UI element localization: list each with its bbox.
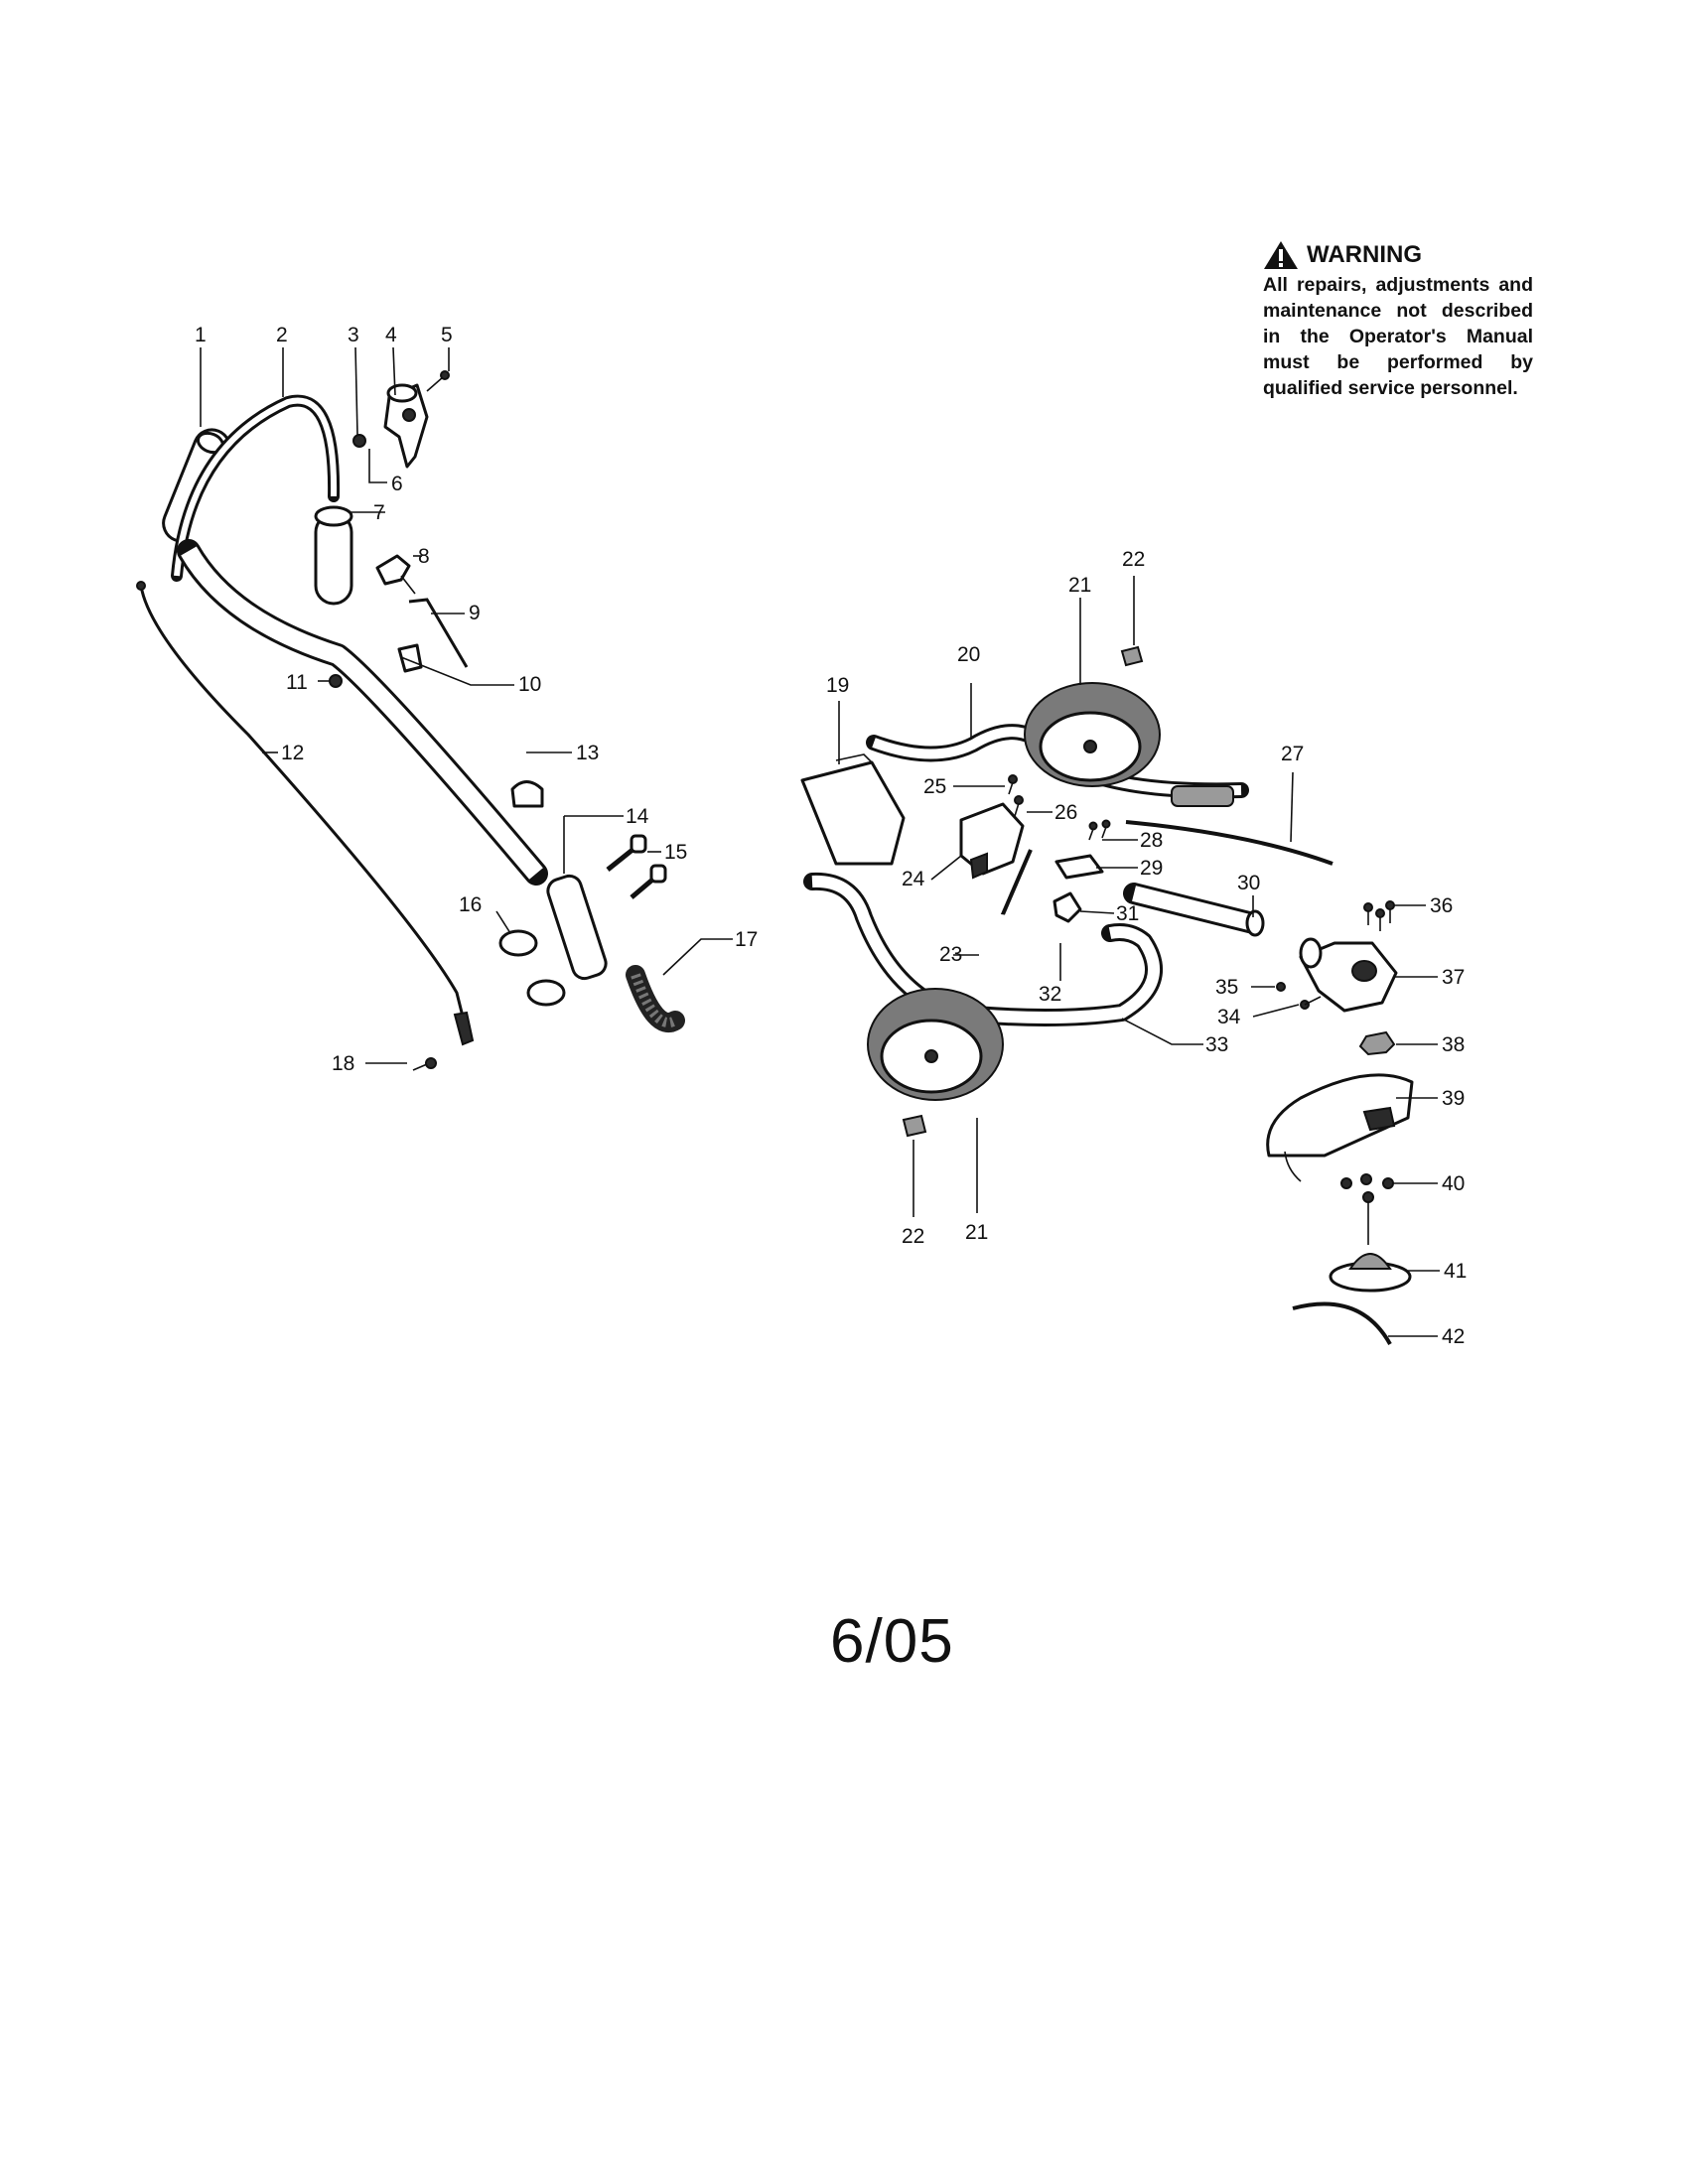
callout-30: 30 xyxy=(1237,872,1260,894)
callout-22-lower: 22 xyxy=(902,1225,924,1248)
callout-40: 40 xyxy=(1442,1172,1465,1195)
callout-23: 23 xyxy=(939,943,962,966)
callout-22-upper: 22 xyxy=(1122,548,1145,571)
callout-2: 2 xyxy=(276,324,288,346)
callout-7: 7 xyxy=(373,501,385,524)
callout-4: 4 xyxy=(385,324,397,346)
chassis-assembly xyxy=(800,645,1414,1345)
warning-title: WARNING xyxy=(1263,240,1533,270)
part-22-hubcap-upper xyxy=(1120,645,1144,667)
part-27-cable xyxy=(1125,820,1333,866)
callout-35: 35 xyxy=(1215,976,1238,999)
part-21-wheel-lower xyxy=(867,988,1004,1101)
callout-39: 39 xyxy=(1442,1087,1465,1110)
callout-36: 36 xyxy=(1430,894,1453,917)
part-33-frame-lower xyxy=(803,872,1163,1026)
part-13-clip xyxy=(510,780,544,808)
callout-34: 34 xyxy=(1217,1006,1241,1028)
part-16-knobs xyxy=(498,929,566,1007)
page-date: 6/05 xyxy=(830,1607,954,1676)
callout-5: 5 xyxy=(441,324,453,346)
warning-box: WARNING All repairs, adjustments and mai… xyxy=(1263,240,1533,401)
part-8-knob xyxy=(375,554,416,595)
leader-lines xyxy=(200,346,1440,1337)
part-9-cable-end xyxy=(408,598,469,668)
part-31-bracket xyxy=(1052,891,1082,923)
part-40-nuts xyxy=(1340,1173,1394,1203)
callout-13: 13 xyxy=(576,742,599,764)
callout-9: 9 xyxy=(469,602,481,624)
part-17-hose xyxy=(626,965,685,1032)
callout-21-lower: 21 xyxy=(965,1221,988,1244)
callout-3: 3 xyxy=(348,324,359,346)
part-10-clamp xyxy=(397,643,423,673)
callout-20: 20 xyxy=(957,643,980,666)
callout-29: 29 xyxy=(1140,857,1163,880)
part-25-26-screws xyxy=(1008,774,1024,817)
callout-16: 16 xyxy=(459,893,482,916)
callout-17: 17 xyxy=(735,928,758,951)
part-38-drive-hub xyxy=(1358,1030,1396,1056)
callout-numbers: 1 2 3 4 5 6 7 8 9 10 11 12 13 14 15 16 1… xyxy=(195,324,1467,1348)
callout-18: 18 xyxy=(332,1052,354,1075)
callout-31: 31 xyxy=(1116,902,1139,925)
part-37-gear-head xyxy=(1299,937,1398,1013)
callout-37: 37 xyxy=(1442,966,1465,989)
part-14-crossbar xyxy=(546,874,608,981)
callout-38: 38 xyxy=(1442,1033,1465,1056)
part-41-trimmer-head xyxy=(1329,1253,1412,1293)
part-15-bolts xyxy=(606,834,667,899)
warning-text: All repairs, adjustments and maintenance… xyxy=(1263,274,1533,399)
part-7-grip xyxy=(314,505,353,606)
part-4-throttle-housing xyxy=(383,383,429,469)
callout-24: 24 xyxy=(902,868,925,890)
part-2-handle-bar xyxy=(171,394,548,886)
part-12-throttle-cable xyxy=(136,581,475,1046)
callout-33: 33 xyxy=(1205,1033,1228,1056)
callout-27: 27 xyxy=(1281,743,1304,765)
callout-26: 26 xyxy=(1054,801,1077,824)
part-39-cutter-guard xyxy=(1266,1073,1414,1182)
callout-25: 25 xyxy=(923,775,946,798)
callout-41: 41 xyxy=(1444,1260,1467,1283)
callout-14: 14 xyxy=(626,805,649,828)
callout-15: 15 xyxy=(664,841,687,864)
callout-11: 11 xyxy=(286,671,308,694)
warning-title-text: WARNING xyxy=(1307,241,1422,268)
part-30-tube xyxy=(1123,883,1265,937)
part-29-clamp xyxy=(1054,854,1104,880)
handle-assembly xyxy=(136,370,685,1071)
part-28-screws xyxy=(1088,819,1111,841)
callout-6: 6 xyxy=(391,473,403,495)
part-19-debris-guard xyxy=(800,753,906,866)
warning-triangle-icon xyxy=(1264,241,1298,269)
part-3-nut xyxy=(352,434,366,448)
callout-21-upper: 21 xyxy=(1068,574,1091,597)
part-22-hubcap-lower xyxy=(902,1114,927,1138)
part-42-trimmer-line xyxy=(1292,1301,1392,1345)
callout-8: 8 xyxy=(418,545,430,568)
callout-12: 12 xyxy=(281,742,304,764)
callout-32: 32 xyxy=(1039,983,1061,1006)
callout-28: 28 xyxy=(1140,829,1163,852)
callout-10: 10 xyxy=(518,673,541,696)
part-18-screw xyxy=(412,1057,437,1071)
callout-1: 1 xyxy=(195,324,207,346)
callout-19: 19 xyxy=(826,674,849,697)
part-24-engine-bracket xyxy=(959,802,1025,880)
part-36-bolts xyxy=(1363,900,1395,931)
part-21-wheel-upper xyxy=(1024,682,1161,787)
part-5-screw xyxy=(426,370,450,392)
part-11-nut xyxy=(329,674,343,688)
part-34-35-screws xyxy=(1276,982,1322,1010)
callout-42: 42 xyxy=(1442,1325,1465,1348)
